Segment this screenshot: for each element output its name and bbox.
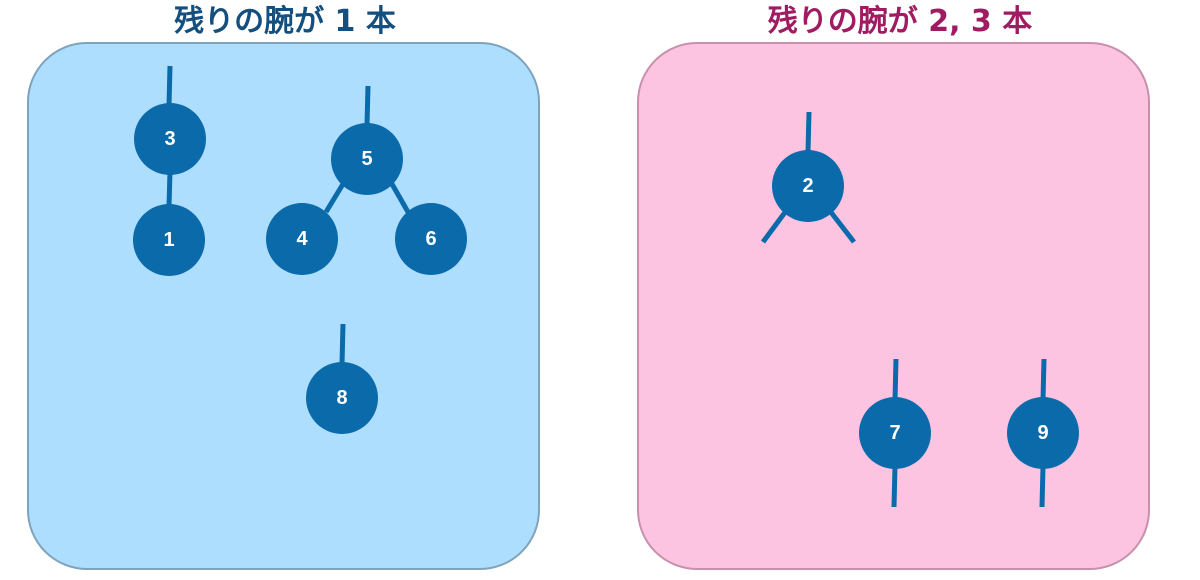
one-arm-panel — [27, 42, 540, 570]
node-4-label: 4 — [296, 228, 308, 250]
node-2-label: 2 — [802, 175, 813, 197]
node-1: 1 — [133, 204, 205, 276]
node-7-label: 7 — [889, 422, 900, 444]
node-6-label: 6 — [425, 228, 436, 250]
node-1-label: 1 — [163, 229, 174, 251]
node-9: 9 — [1007, 397, 1079, 469]
arm-7-down — [891, 465, 898, 508]
left-group-title: 残りの腕が 1 本 — [174, 4, 396, 39]
node-9-label: 9 — [1037, 422, 1048, 444]
arm-2-left — [760, 209, 789, 244]
arm-2-right — [828, 209, 856, 244]
arm-7-up — [892, 358, 899, 401]
arm-9-down — [1039, 465, 1046, 508]
node-6: 6 — [395, 203, 467, 275]
edge-5-4 — [323, 182, 346, 214]
node-2: 2 — [772, 150, 844, 222]
edge-3-1 — [166, 171, 173, 207]
arm-9-up — [1040, 358, 1047, 401]
edge-5-6 — [389, 182, 411, 214]
node-8-label: 8 — [336, 387, 347, 409]
arm-2-up — [805, 111, 812, 153]
arm-5-up — [364, 85, 371, 126]
arm-8-up — [339, 323, 346, 365]
node-7: 7 — [859, 397, 931, 469]
node-3: 3 — [134, 103, 206, 175]
node-5-label: 5 — [361, 148, 372, 170]
right-group-title: 残りの腕が 2, 3 本 — [767, 4, 1033, 39]
node-3-label: 3 — [164, 128, 175, 150]
node-4: 4 — [266, 203, 338, 275]
node-8: 8 — [306, 362, 378, 434]
node-5: 5 — [331, 123, 403, 195]
arm-3-up — [166, 65, 173, 106]
